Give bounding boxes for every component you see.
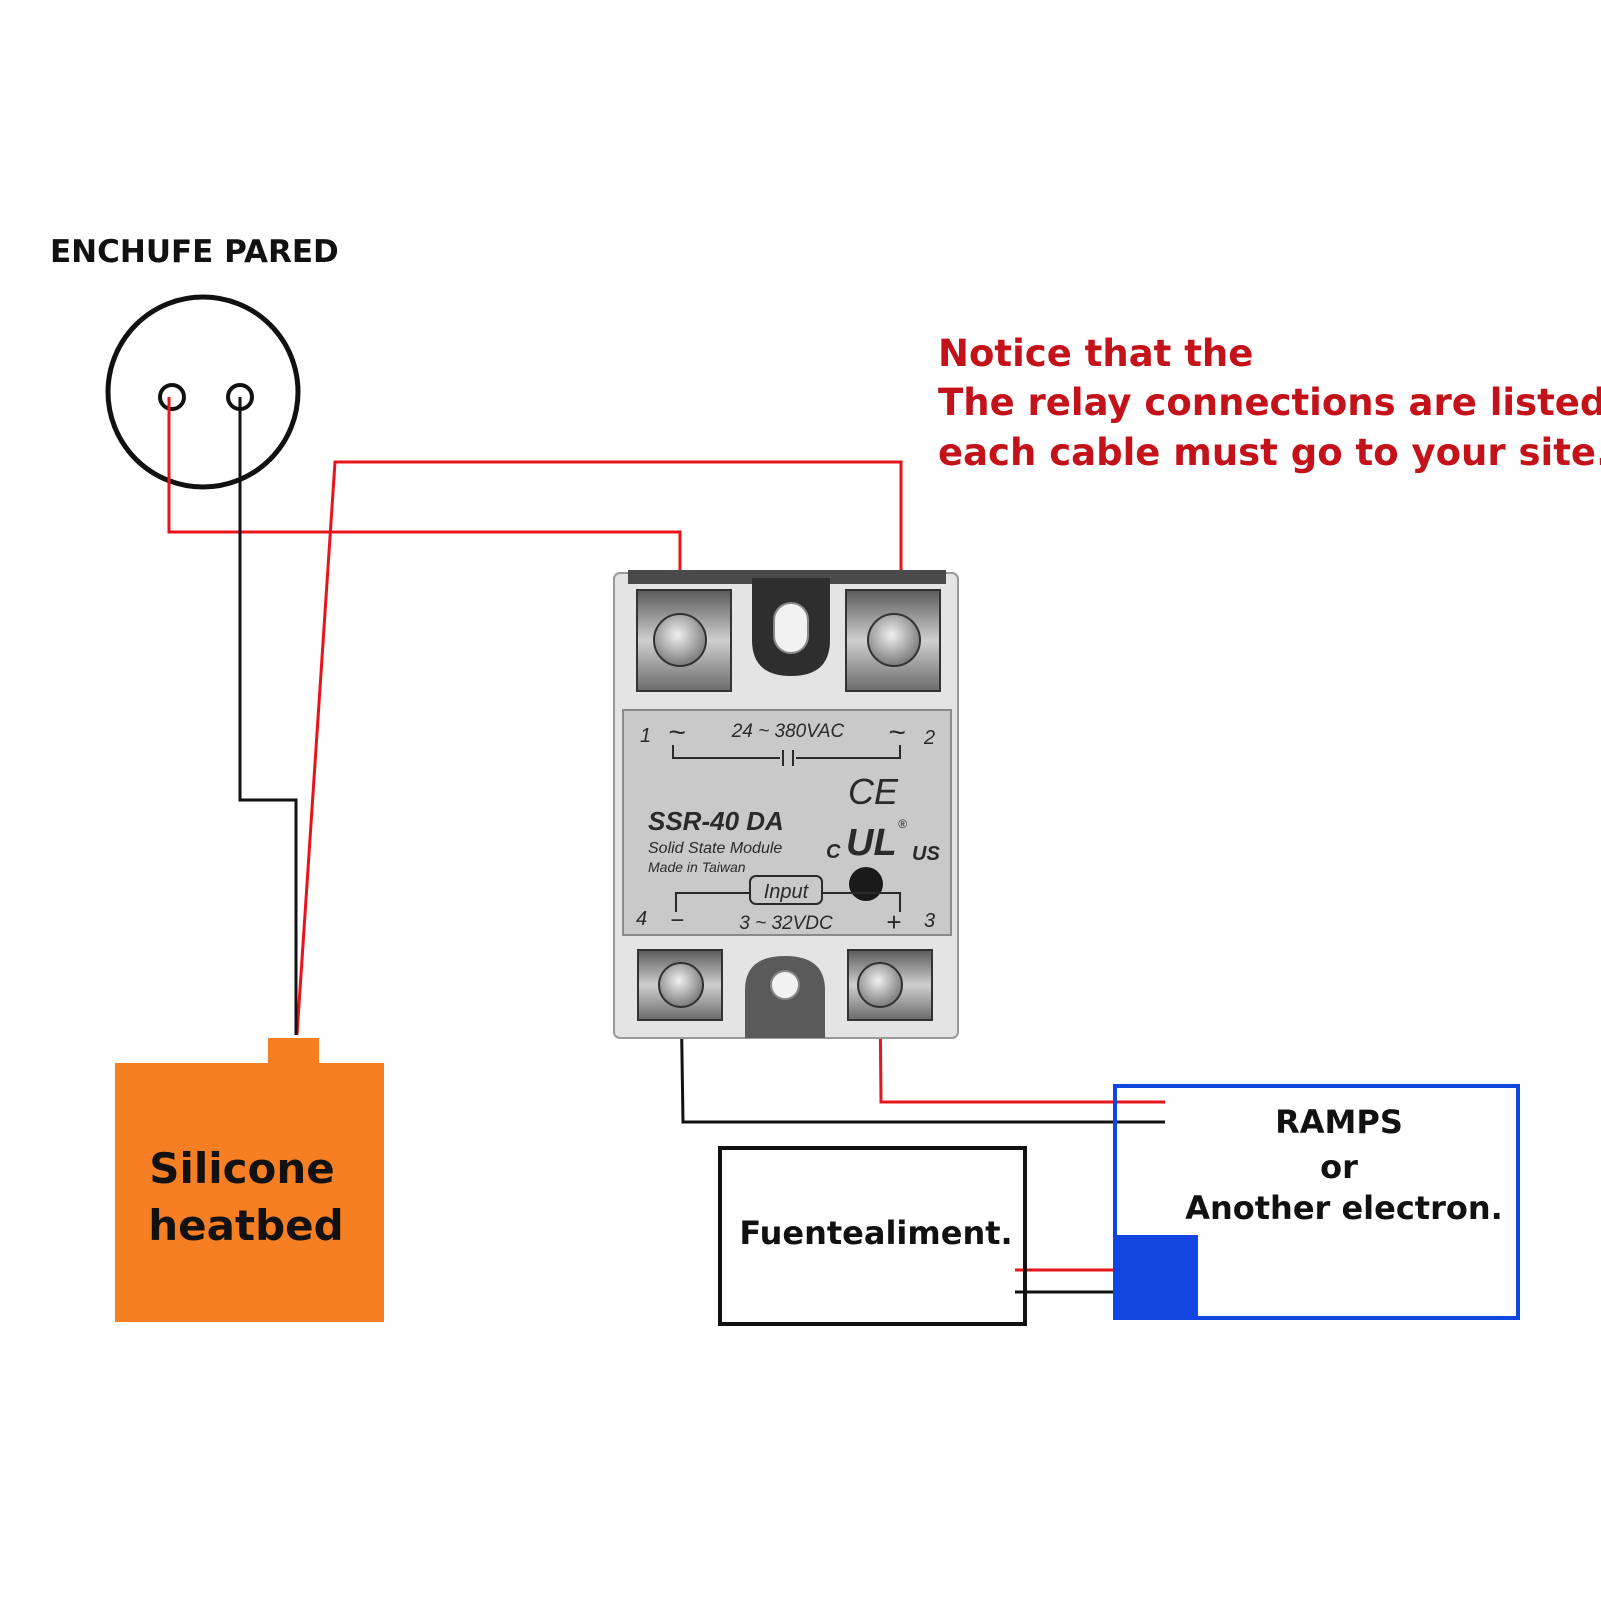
outlet-pin-left xyxy=(158,383,186,411)
ac-symbol-right: ~ xyxy=(888,716,906,749)
relay-subtitle: Solid State Module xyxy=(648,840,782,857)
ramps-power-terminal xyxy=(1113,1235,1198,1319)
ul-mark: UL xyxy=(846,822,897,864)
notice-line-2: The relay connections are listed, xyxy=(938,381,1601,424)
ce-mark: CE xyxy=(848,771,899,812)
outlet-title: ENCHUFE PARED xyxy=(50,234,339,270)
wire-outlet-to-heatbed xyxy=(238,397,298,1035)
relay-made-in: Made in Taiwan xyxy=(648,859,746,875)
terminal-4-number: 4 xyxy=(636,908,647,930)
ramps-box xyxy=(1113,1084,1520,1320)
status-led-icon xyxy=(849,867,883,901)
ramps-label-line3: Another electron. xyxy=(1185,1189,1503,1227)
ac-range-label: 24 ~ 380VAC xyxy=(731,721,845,742)
ac-symbol-left: ~ xyxy=(668,716,686,749)
notice-line-3: each cable must go to your site. xyxy=(938,431,1601,474)
ul-reg-mark: ® xyxy=(898,817,907,831)
ramps-label-line2: or xyxy=(1320,1148,1358,1186)
terminal-4-screw-icon xyxy=(658,962,704,1008)
heatbed-label-line2: heatbed xyxy=(148,1201,343,1250)
terminal-1-number: 1 xyxy=(640,725,651,747)
relay-label-plate xyxy=(622,709,952,936)
solid-state-relay: 1 ~ 24 ~ 380VAC ~ 2 CE SSR-40 DA Solid S… xyxy=(613,570,959,1039)
power-supply-box xyxy=(718,1146,1027,1326)
terminal-3-screw-icon xyxy=(857,962,903,1008)
terminal-4-block xyxy=(637,949,723,1021)
wall-outlet xyxy=(105,294,301,490)
notice-line-1: Notice that the xyxy=(938,332,1253,375)
ul-c-label: C xyxy=(826,841,841,863)
heatbed-label-line1: Silicone xyxy=(149,1144,335,1193)
minus-symbol: − xyxy=(670,907,684,934)
dc-range-label: 3 ~ 32VDC xyxy=(739,913,833,934)
plus-symbol: + xyxy=(886,907,901,937)
ramps-controller: RAMPS or Another electron. xyxy=(1113,1084,1520,1320)
heatbed-pad xyxy=(115,1063,384,1322)
relay-top-edge xyxy=(628,570,946,584)
wire-heatbed-to-terminal2 xyxy=(295,460,903,1036)
outlet-body xyxy=(105,294,301,490)
ramps-label-line1: RAMPS xyxy=(1275,1103,1403,1141)
ac-bracket xyxy=(672,745,901,766)
input-label-box xyxy=(749,875,823,905)
terminal-3-number: 3 xyxy=(924,910,935,932)
silicone-heatbed: Silicone heatbed xyxy=(115,1038,384,1322)
terminal-2-number: 2 xyxy=(923,727,935,749)
dc-bracket xyxy=(675,892,901,912)
ul-us-label: US xyxy=(912,843,940,865)
input-label: Input xyxy=(764,881,810,903)
terminal-2-screw-icon xyxy=(867,613,921,667)
power-supply-label: Fuentealiment. xyxy=(739,1214,1012,1252)
mount-hole-bottom xyxy=(770,970,800,1000)
power-supply: Fuentealiment. xyxy=(718,1146,1027,1326)
mount-hole-top xyxy=(773,602,809,654)
relay-model: SSR-40 DA xyxy=(648,806,784,836)
terminal-1-screw-icon xyxy=(653,613,707,667)
wire-outlet-to-terminal1 xyxy=(167,397,682,636)
notice-text: Notice that the The relay connections ar… xyxy=(938,332,1601,474)
